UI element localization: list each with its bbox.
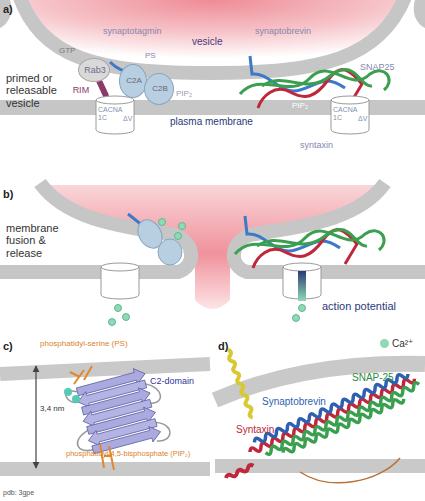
legend-text: Ca²⁺ <box>392 338 413 349</box>
rab3-protein: GTPRab3 <box>78 58 110 82</box>
channel-top <box>96 96 134 104</box>
legend-swatch <box>380 339 389 348</box>
gene-label: CACNA 1C <box>98 106 124 122</box>
calcium-ion <box>64 388 72 396</box>
protein-label: Rab3 <box>79 65 111 75</box>
calcium-ion <box>159 219 166 226</box>
dimension-label: 3,4 nm <box>40 405 80 414</box>
channel-body <box>331 100 369 134</box>
protein-label: SNAP25 <box>360 62 410 72</box>
legend-entry: Ca²⁺ <box>380 338 413 349</box>
signal-label: action potential <box>322 300 422 312</box>
channel-top <box>331 96 369 104</box>
transmembrane-helix <box>226 349 254 418</box>
calcium-ion <box>72 395 80 403</box>
lipid-label: PIP₂ <box>292 102 322 111</box>
channel-body <box>101 267 139 299</box>
vesicle-membrane <box>18 0 407 73</box>
panel-letter: b) <box>3 188 23 200</box>
domain-label: C2B <box>145 85 175 94</box>
panel-title: membrane fusion & release <box>6 222 66 259</box>
c2b-domain: C2B <box>144 73 174 105</box>
lipid-stick <box>70 366 92 384</box>
channel-top <box>101 263 139 271</box>
snap25-helix <box>264 382 420 456</box>
calcium-channel: CACNA 1CΔV <box>330 95 370 135</box>
c2a-domain: C2A <box>119 64 147 98</box>
calcium-ion <box>175 233 182 240</box>
fusion-pore-lumen <box>40 185 385 309</box>
lipid-label: PIP₂ <box>176 90 206 99</box>
domain-label: C2-domain <box>150 376 210 386</box>
linker-loop <box>300 458 400 483</box>
panel-letter: c) <box>3 340 23 352</box>
dimension-arrow <box>35 366 36 468</box>
gene-label: CACNA 1C <box>333 106 359 122</box>
lipid-label: phosphatidyl-4,5-bisphosphate (PIP₂) <box>66 450 211 458</box>
panel-letter: a) <box>3 3 23 15</box>
protein-label: Syntaxin <box>236 424 296 435</box>
action-potential-pore <box>298 271 306 301</box>
structure-label: vesicle <box>192 36 252 47</box>
snap25-strand <box>262 69 372 86</box>
nucleotide-label: GTP <box>59 47 81 56</box>
voltage-label: ΔV <box>358 115 370 123</box>
fused-membrane <box>234 183 425 272</box>
snare-bundle <box>246 369 423 468</box>
source-note: pdb: 3gpe <box>3 489 63 497</box>
calcium-ion <box>109 319 116 326</box>
fused-membrane <box>0 183 191 272</box>
lipid-label: PS <box>145 52 165 61</box>
protein-label: syntaxin <box>300 140 360 150</box>
lipid-label: phosphatidyl-serine (PS) <box>40 340 170 349</box>
calcium-ion <box>123 314 130 321</box>
calcium-ion <box>179 223 186 230</box>
protein-label: SNAP-25 <box>352 372 412 383</box>
channel-body <box>96 100 134 134</box>
snare-complex <box>235 216 384 268</box>
calcium-ion <box>293 315 300 322</box>
c2-domain <box>158 239 182 265</box>
rim-protein <box>100 82 106 95</box>
voltage-label: ΔV <box>123 115 135 123</box>
protein-label: Synaptobrevin <box>262 396 342 407</box>
corner-membrane <box>414 0 425 28</box>
channel-top <box>283 263 321 271</box>
transmembrane-helix <box>225 464 254 480</box>
panel-letter: d) <box>218 340 238 352</box>
structure-label: plasma membrane <box>170 116 280 127</box>
protein-label: synaptobrevin <box>255 26 335 36</box>
calcium-ion <box>115 305 122 312</box>
membrane-band <box>0 462 210 476</box>
calcium-channel: CACNA 1CΔV <box>95 95 135 135</box>
membrane-band <box>0 364 210 374</box>
edge-label: RIM <box>73 85 99 95</box>
calcium-ion <box>299 305 306 312</box>
panel-title: primed or releasable vesicle <box>6 72 68 109</box>
protein-label: synaptotagmin <box>103 26 183 36</box>
syntaxin-helix <box>249 376 416 455</box>
